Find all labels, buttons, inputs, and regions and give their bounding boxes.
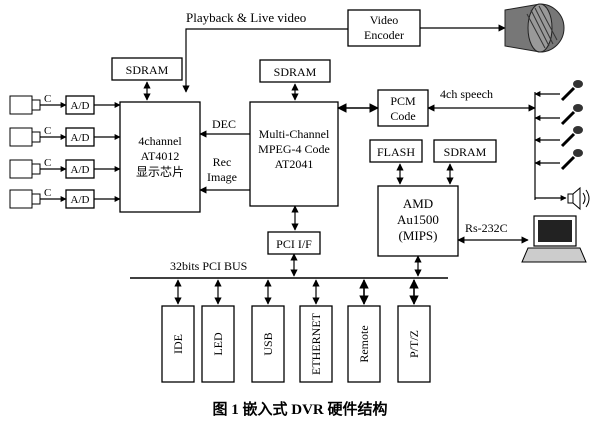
ethernet-box xyxy=(299,305,333,383)
laptop-icon xyxy=(521,215,587,263)
ptz-label: P/T/Z xyxy=(407,330,421,358)
ethernet-label: ETHERNET xyxy=(309,312,323,375)
sdram-label-1: SDRAM xyxy=(126,63,169,77)
mpeg4-line3: AT2041 xyxy=(275,157,314,171)
flash-label: FLASH xyxy=(377,145,415,159)
speaker-icon xyxy=(567,186,590,211)
pci-if-label: PCI I/F xyxy=(276,237,312,251)
dome-camera-icon xyxy=(504,3,565,53)
camera-input-1: C xyxy=(9,93,67,115)
at4012-line2: AT4012 xyxy=(141,149,180,163)
microphone-icon-4 xyxy=(560,149,583,171)
ad-label-1: A/D xyxy=(71,100,90,112)
dec-label: DEC xyxy=(212,117,236,131)
at4012-line3: 显示芯片 xyxy=(136,165,184,179)
sdram-box-2 xyxy=(259,59,331,83)
remote-label: Remote xyxy=(357,325,371,362)
rec-image-line1: Rec xyxy=(213,155,232,169)
speech-label: 4ch speech xyxy=(440,87,493,101)
amd-line2: Au1500 xyxy=(397,212,439,227)
mpeg4-line1: Multi-Channel xyxy=(259,127,330,141)
playback-live-label: Playback & Live video xyxy=(186,10,306,25)
video-encoder-line1: Video xyxy=(370,13,399,27)
ptz-box xyxy=(397,305,431,383)
rs232-label: Rs-232C xyxy=(465,221,508,235)
usb-box xyxy=(251,305,285,383)
sdram-label-3: SDRAM xyxy=(444,145,487,159)
sdram-box-1 xyxy=(111,57,183,81)
camera-input-4: C xyxy=(9,187,67,209)
camera-input-3: C xyxy=(9,157,67,179)
microphone-icon-1 xyxy=(560,80,583,102)
pcm-line1: PCM xyxy=(390,94,416,108)
camera-input-letter-2: C xyxy=(44,125,51,137)
microphone-icon-2 xyxy=(560,104,583,126)
ide-box xyxy=(161,305,195,383)
camera-input-letter-3: C xyxy=(44,157,51,169)
at4012-box xyxy=(119,101,201,213)
ide-label: IDE xyxy=(171,334,185,354)
ad-label-2: A/D xyxy=(71,132,90,144)
flash-box xyxy=(369,139,423,163)
rec-image-line2: Image xyxy=(207,170,237,184)
usb-label: USB xyxy=(261,332,275,355)
mpeg4-box xyxy=(249,101,339,207)
video-encoder-line2: Encoder xyxy=(364,28,404,42)
ad-label-4: A/D xyxy=(71,194,90,206)
sdram-box-3 xyxy=(433,139,497,163)
figure-caption: 图 1 嵌入式 DVR 硬件结构 xyxy=(213,400,388,418)
pci-bus-label: 32bits PCI BUS xyxy=(170,259,247,273)
ad-label-3: A/D xyxy=(71,164,90,176)
amd-line3: (MIPS) xyxy=(398,228,437,243)
amd-au1500-box xyxy=(377,185,459,257)
led-box xyxy=(201,305,235,383)
microphone-icon-3 xyxy=(560,126,583,148)
led-label: LED xyxy=(211,332,225,356)
camera-input-2: C xyxy=(9,125,67,147)
playback-line xyxy=(182,28,348,93)
at4012-line1: 4channel xyxy=(138,134,182,148)
mpeg4-line2: MPEG-4 Code xyxy=(258,142,330,156)
amd-line1: AMD xyxy=(403,196,433,211)
camera-input-letter-4: C xyxy=(44,187,51,199)
pcm-line2: Code xyxy=(390,109,415,123)
remote-box xyxy=(347,305,381,383)
camera-input-letter-1: C xyxy=(44,93,51,105)
sdram-label-2: SDRAM xyxy=(274,65,317,79)
